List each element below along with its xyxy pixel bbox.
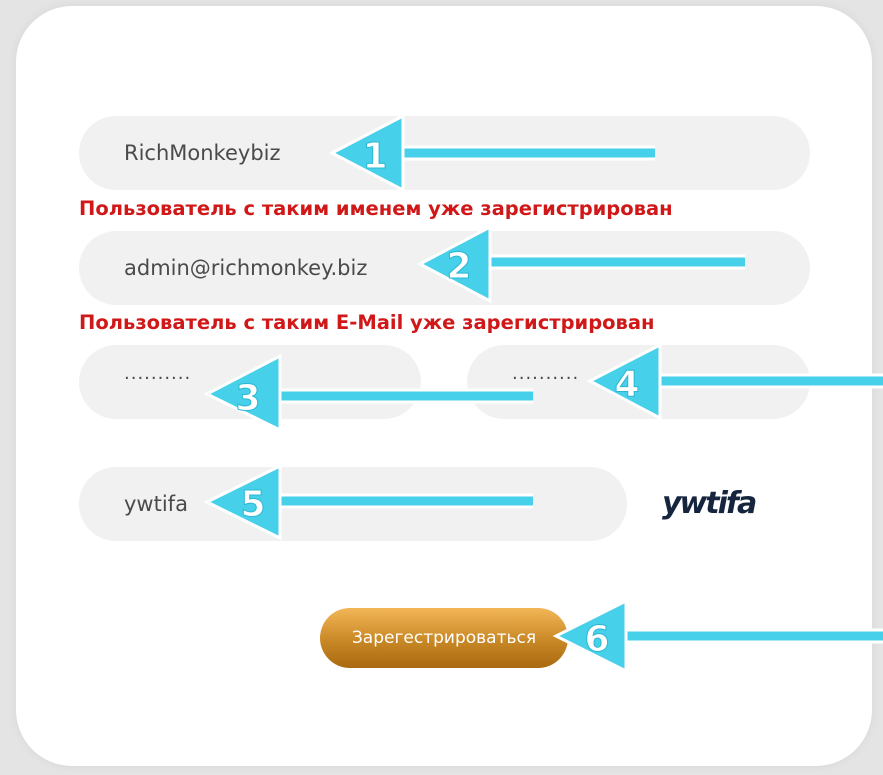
captcha-input[interactable]: ywtifa — [79, 467, 627, 541]
password-confirm-value: ·········· — [512, 367, 580, 389]
password-value: ·········· — [124, 367, 192, 389]
email-value: admin@richmonkey.biz — [124, 256, 368, 280]
captcha-image: ywtifa — [662, 486, 757, 521]
email-input[interactable]: admin@richmonkey.biz — [79, 231, 810, 305]
email-error: Пользователь с таким E-Mail уже зарегист… — [79, 311, 655, 334]
captcha-input-value: ywtifa — [124, 492, 188, 516]
register-button[interactable]: Зарегестрироваться — [320, 608, 568, 668]
username-error: Пользователь с таким именем уже зарегист… — [79, 197, 673, 220]
password-input[interactable]: ·········· — [79, 345, 421, 419]
password-confirm-input[interactable]: ·········· — [467, 345, 810, 419]
username-input[interactable]: RichMonkeybiz — [79, 116, 810, 190]
username-value: RichMonkeybiz — [124, 141, 281, 165]
